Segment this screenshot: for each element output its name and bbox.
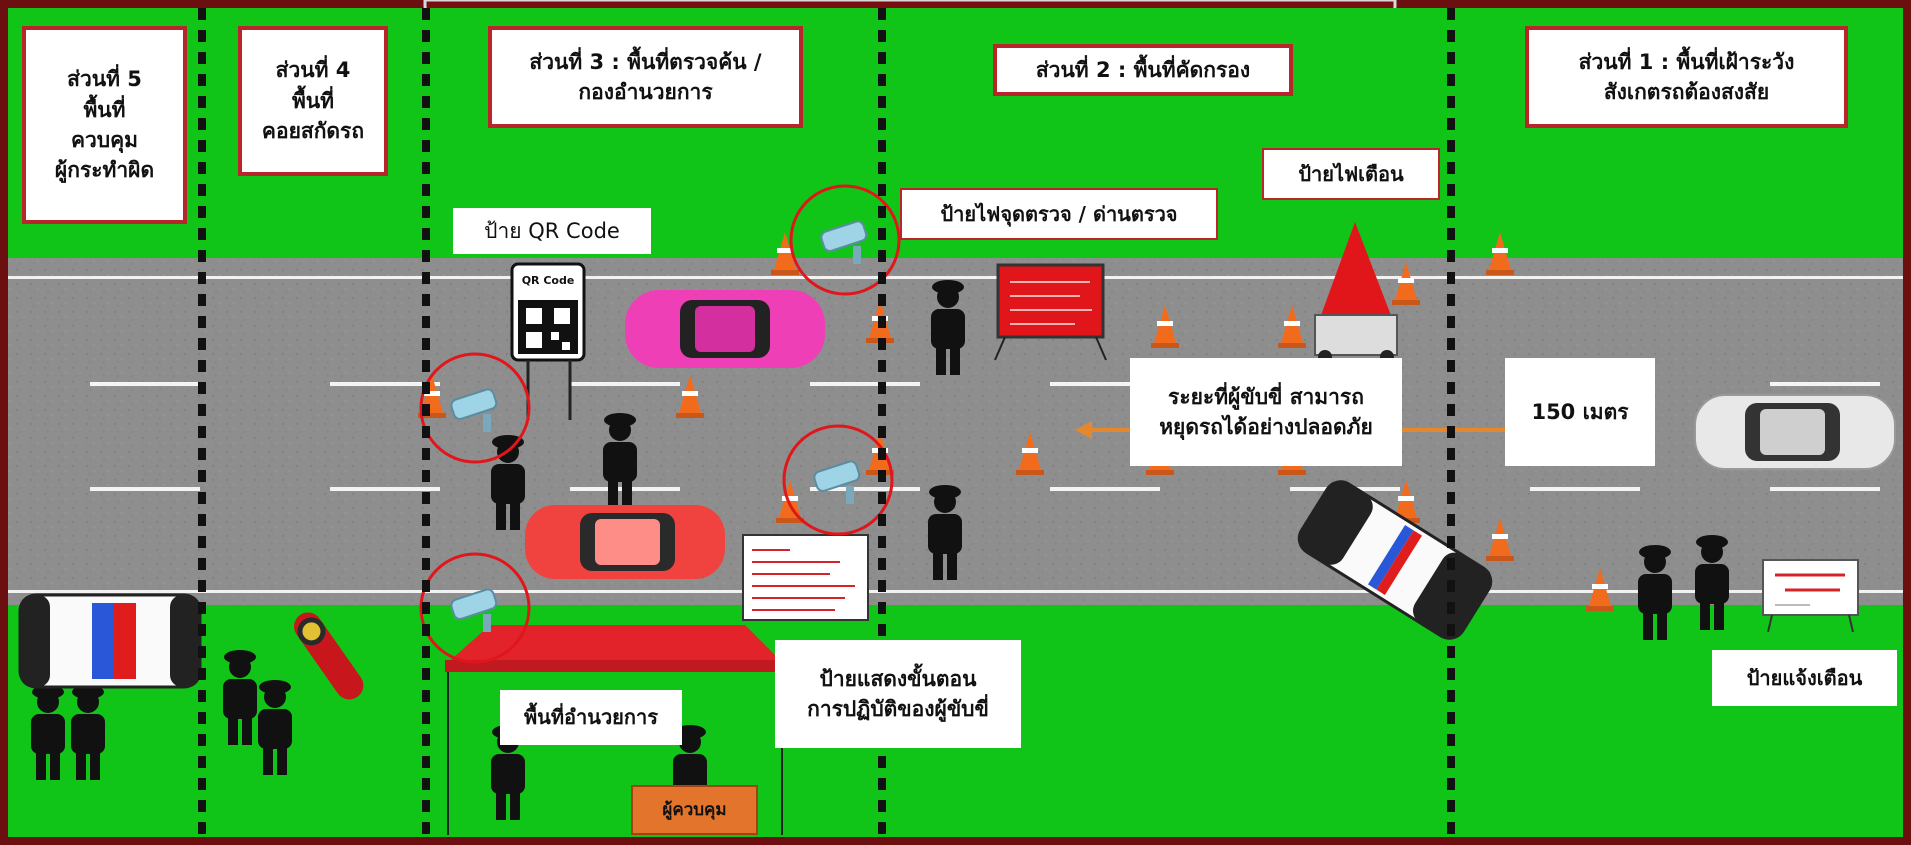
traffic-cone — [676, 375, 704, 418]
zone-3-title: ส่วนที่ 3 : พื้นที่ตรวจค้น / กองอำนวยการ — [488, 26, 803, 128]
road-edge-bottom — [8, 590, 1903, 593]
lane-dash — [330, 382, 440, 386]
pink-car — [625, 290, 825, 368]
qr-code-board — [510, 262, 586, 420]
cctv-camera — [782, 424, 894, 536]
traffic-cone — [1586, 568, 1614, 611]
road-edge-top — [8, 276, 1903, 279]
lane-dash — [1770, 487, 1880, 491]
police-officer — [1638, 545, 1672, 640]
police-officer — [258, 680, 292, 775]
safe-stop-distance-label: ระยะที่ผู้ขับขี่ สามารถ หยุดรถได้อย่างปล… — [1130, 358, 1402, 466]
traffic-cone — [1278, 305, 1306, 348]
procedure-sign-label: ป้ายแสดงขั้นตอน การปฏิบัติของผู้ขับขี่ — [775, 640, 1021, 748]
police-officer — [931, 280, 965, 375]
lane-dash — [570, 382, 680, 386]
traffic-cone — [776, 480, 804, 523]
qr-board-caption: QR Code — [522, 274, 575, 287]
lane-dash — [1770, 382, 1880, 386]
red-car — [525, 505, 725, 579]
police-car-parked — [18, 593, 202, 689]
zone-divider — [198, 8, 206, 838]
cctv-camera — [419, 352, 531, 464]
police-officer — [1695, 535, 1729, 630]
traffic-cone — [771, 232, 799, 275]
lane-dash — [1050, 487, 1160, 491]
zone-4-title: ส่วนที่ 4 พื้นที่ คอยสกัดรถ — [238, 26, 388, 176]
lane-dash — [810, 382, 920, 386]
lane-dash — [1530, 487, 1640, 491]
traffic-cone — [1392, 262, 1420, 305]
zone-1-title: ส่วนที่ 1 : พื้นที่เฝ้าระวัง สังเกตรถต้อ… — [1525, 26, 1848, 128]
lane-dash — [810, 487, 920, 491]
police-officer — [491, 435, 525, 530]
lane-dash — [330, 487, 440, 491]
police-officer — [223, 650, 257, 745]
traffic-cone — [1016, 432, 1044, 475]
motorcycle — [294, 612, 364, 700]
command-tent — [445, 625, 785, 835]
warning-light-trailer — [1314, 222, 1398, 364]
lane-dash — [90, 487, 200, 491]
checkpoint-light-sign-label: ป้ายไฟจุดตรวจ / ด่านตรวจ — [900, 188, 1218, 240]
zone-5-title: ส่วนที่ 5 พื้นที่ ควบคุม ผู้กระทำผิด — [22, 26, 187, 224]
checkpoint-light-board — [994, 263, 1107, 361]
distance-150-label: 150 เมตร — [1505, 358, 1655, 466]
lane-dash — [1050, 382, 1160, 386]
qr-sign-label: ป้าย QR Code — [453, 208, 651, 254]
traffic-cone — [1486, 518, 1514, 561]
zone-divider — [422, 8, 430, 838]
cctv-camera — [419, 552, 531, 664]
supervisor-box — [631, 785, 758, 835]
police-officer — [603, 413, 637, 508]
supervisor-label: ผู้ควบคุม — [662, 799, 727, 820]
zone-divider — [878, 8, 886, 838]
police-officer — [928, 485, 962, 580]
warning-light-sign-label: ป้ายไฟเตือน — [1262, 148, 1440, 200]
police-car-diagonal — [1297, 480, 1493, 640]
cctv-camera — [789, 184, 901, 296]
traffic-cone — [1151, 305, 1179, 348]
white-car — [1694, 394, 1896, 470]
warning-sign-label: ป้ายแจ้งเตือน — [1712, 650, 1897, 706]
traffic-cone — [1486, 232, 1514, 275]
zone-divider — [1447, 8, 1455, 838]
procedure-board — [742, 534, 869, 621]
cctv-cameras — [419, 184, 901, 664]
zone-2-title: ส่วนที่ 2 : พื้นที่คัดกรอง — [993, 44, 1293, 96]
lane-dash — [90, 382, 200, 386]
police-officers — [31, 280, 1729, 820]
command-area-label: พื้นที่อำนวยการ — [500, 690, 682, 745]
warning-board — [1762, 559, 1859, 633]
